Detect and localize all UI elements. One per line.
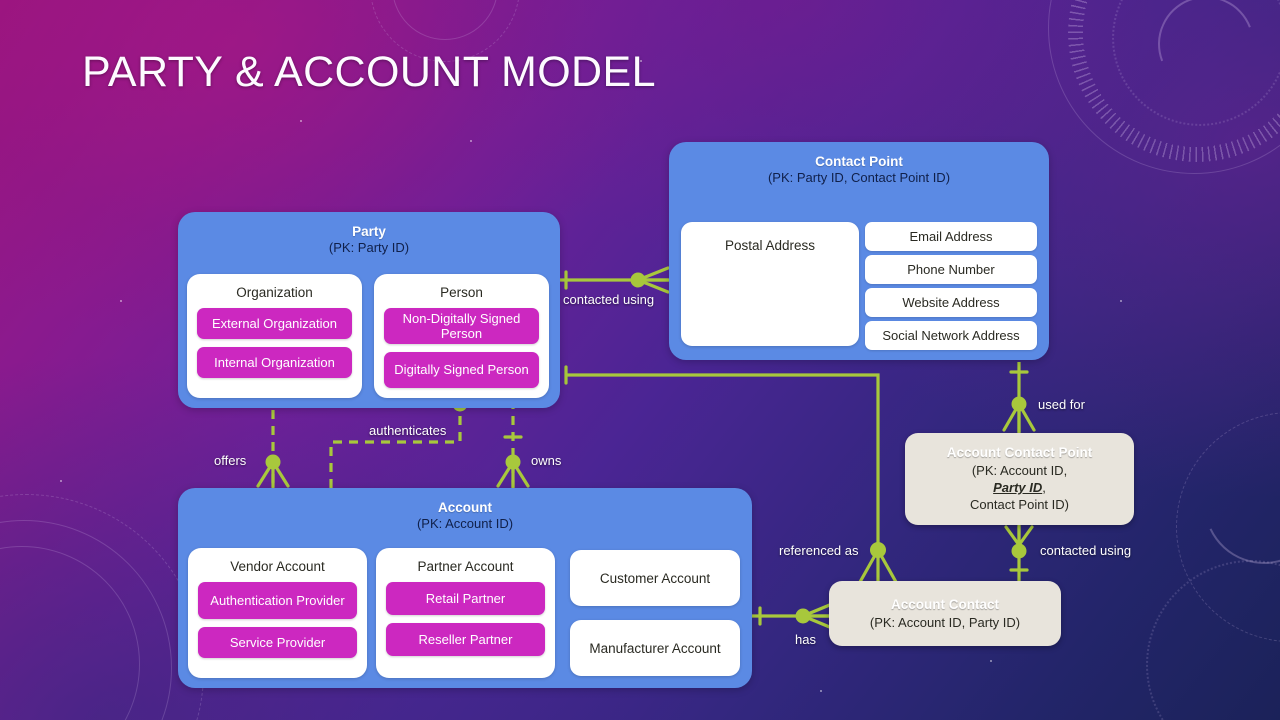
attribute-website-address[interactable]: Website Address — [865, 288, 1037, 317]
page-title: PARTY & ACCOUNT MODEL — [82, 48, 656, 96]
entity-account-contact-point-pk-line2: Party ID, — [993, 479, 1046, 496]
pk-comma: , — [1042, 480, 1046, 496]
entity-account-contact[interactable]: Account Contact (PK: Account ID, Party I… — [829, 581, 1061, 646]
decor-dashring-bottom-left — [0, 494, 204, 720]
relationship-label-has: has — [795, 632, 816, 647]
subentity-organization[interactable]: Organization External Organization Inter… — [187, 274, 362, 398]
decor-dashring-bottom-right — [1176, 412, 1280, 642]
decor-ring-bottom-left-1 — [0, 546, 140, 720]
decor-dotring-bottom-right — [1146, 560, 1280, 720]
relationship-label-contacted-using-acp: contacted using — [1040, 543, 1132, 558]
decor-star — [470, 140, 472, 142]
decor-arc-bottom-right — [1187, 427, 1280, 581]
decor-star — [820, 690, 822, 692]
subentity-person-title: Person — [440, 285, 483, 300]
decor-arc-top-right — [1142, 0, 1270, 108]
decor-star — [120, 300, 122, 302]
relationship-label-referenced-as: referenced as — [779, 543, 859, 558]
entity-account-contact-point[interactable]: Account Contact Point (PK: Account ID, P… — [905, 433, 1134, 525]
attribute-social-network-address[interactable]: Social Network Address — [865, 321, 1037, 350]
chip-internal-organization[interactable]: Internal Organization — [197, 347, 352, 378]
decor-star — [1120, 300, 1122, 302]
entity-contact-point[interactable]: Contact Point (PK: Party ID, Contact Poi… — [669, 142, 1049, 360]
entity-party[interactable]: Party (PK: Party ID) Organization Extern… — [178, 212, 560, 408]
entity-account-contact-point-title: Account Contact Point — [946, 445, 1093, 461]
subentity-vendor-account-title: Vendor Account — [230, 559, 325, 574]
relationship-label-owns: owns — [531, 453, 562, 468]
attribute-postal-address[interactable]: Postal Address — [681, 222, 859, 346]
entity-account-contact-title: Account Contact — [891, 597, 999, 613]
subentity-vendor-account[interactable]: Vendor Account Authentication Provider S… — [188, 548, 367, 678]
decor-ring-top-center — [392, 0, 498, 40]
relationship-label-offers: offers — [214, 453, 247, 468]
relationship-label-used-for: used for — [1038, 397, 1085, 412]
decor-star — [60, 480, 62, 482]
subentity-manufacturer-account[interactable]: Manufacturer Account — [570, 620, 740, 676]
chip-service-provider[interactable]: Service Provider — [198, 627, 357, 658]
decor-star — [990, 660, 992, 662]
subentity-person[interactable]: Person Non-Digitally Signed Person Digit… — [374, 274, 549, 398]
entity-party-pk: (PK: Party ID) — [328, 240, 410, 256]
relationship-label-contacted-using-party: contacted using — [563, 292, 655, 307]
chip-reseller-partner[interactable]: Reseller Partner — [386, 623, 545, 656]
decor-ring-bottom-left-2 — [0, 520, 172, 720]
attribute-email-address[interactable]: Email Address — [865, 222, 1037, 251]
chip-external-organization[interactable]: External Organization — [197, 308, 352, 339]
subentity-partner-account[interactable]: Partner Account Retail Partner Reseller … — [376, 548, 555, 678]
attribute-phone-number[interactable]: Phone Number — [865, 255, 1037, 284]
relationship-label-authenticates: authenticates — [369, 423, 447, 438]
decor-ring-top-right-1 — [1048, 0, 1280, 174]
entity-account-title: Account — [438, 500, 492, 515]
entity-account[interactable]: Account (PK: Account ID) Vendor Account … — [178, 488, 752, 688]
subentity-organization-title: Organization — [236, 285, 313, 300]
subentity-customer-account[interactable]: Customer Account — [570, 550, 740, 606]
chip-non-digitally-signed-person[interactable]: Non-Digitally Signed Person — [384, 308, 539, 344]
entity-account-contact-point-pk-line3: Contact Point ID) — [970, 497, 1069, 513]
decor-star — [300, 120, 302, 122]
entity-contact-point-pk: (PK: Party ID, Contact Point ID) — [767, 170, 951, 186]
entity-account-pk: (PK: Account ID) — [416, 516, 514, 532]
entity-account-contact-pk: (PK: Account ID, Party ID) — [869, 614, 1021, 630]
subentity-partner-account-title: Partner Account — [417, 559, 514, 574]
chip-digitally-signed-person[interactable]: Digitally Signed Person — [384, 352, 539, 388]
decor-tickring-top-right — [1068, 0, 1280, 162]
decor-dotring-top-right — [1112, 0, 1280, 126]
entity-party-title: Party — [352, 224, 386, 239]
pk-emphasis-party-id: Party ID — [993, 480, 1043, 496]
chip-retail-partner[interactable]: Retail Partner — [386, 582, 545, 615]
entity-contact-point-title: Contact Point — [815, 154, 903, 169]
entity-account-contact-point-pk-line1: (PK: Account ID, — [971, 463, 1068, 479]
chip-authentication-provider[interactable]: Authentication Provider — [198, 582, 357, 619]
